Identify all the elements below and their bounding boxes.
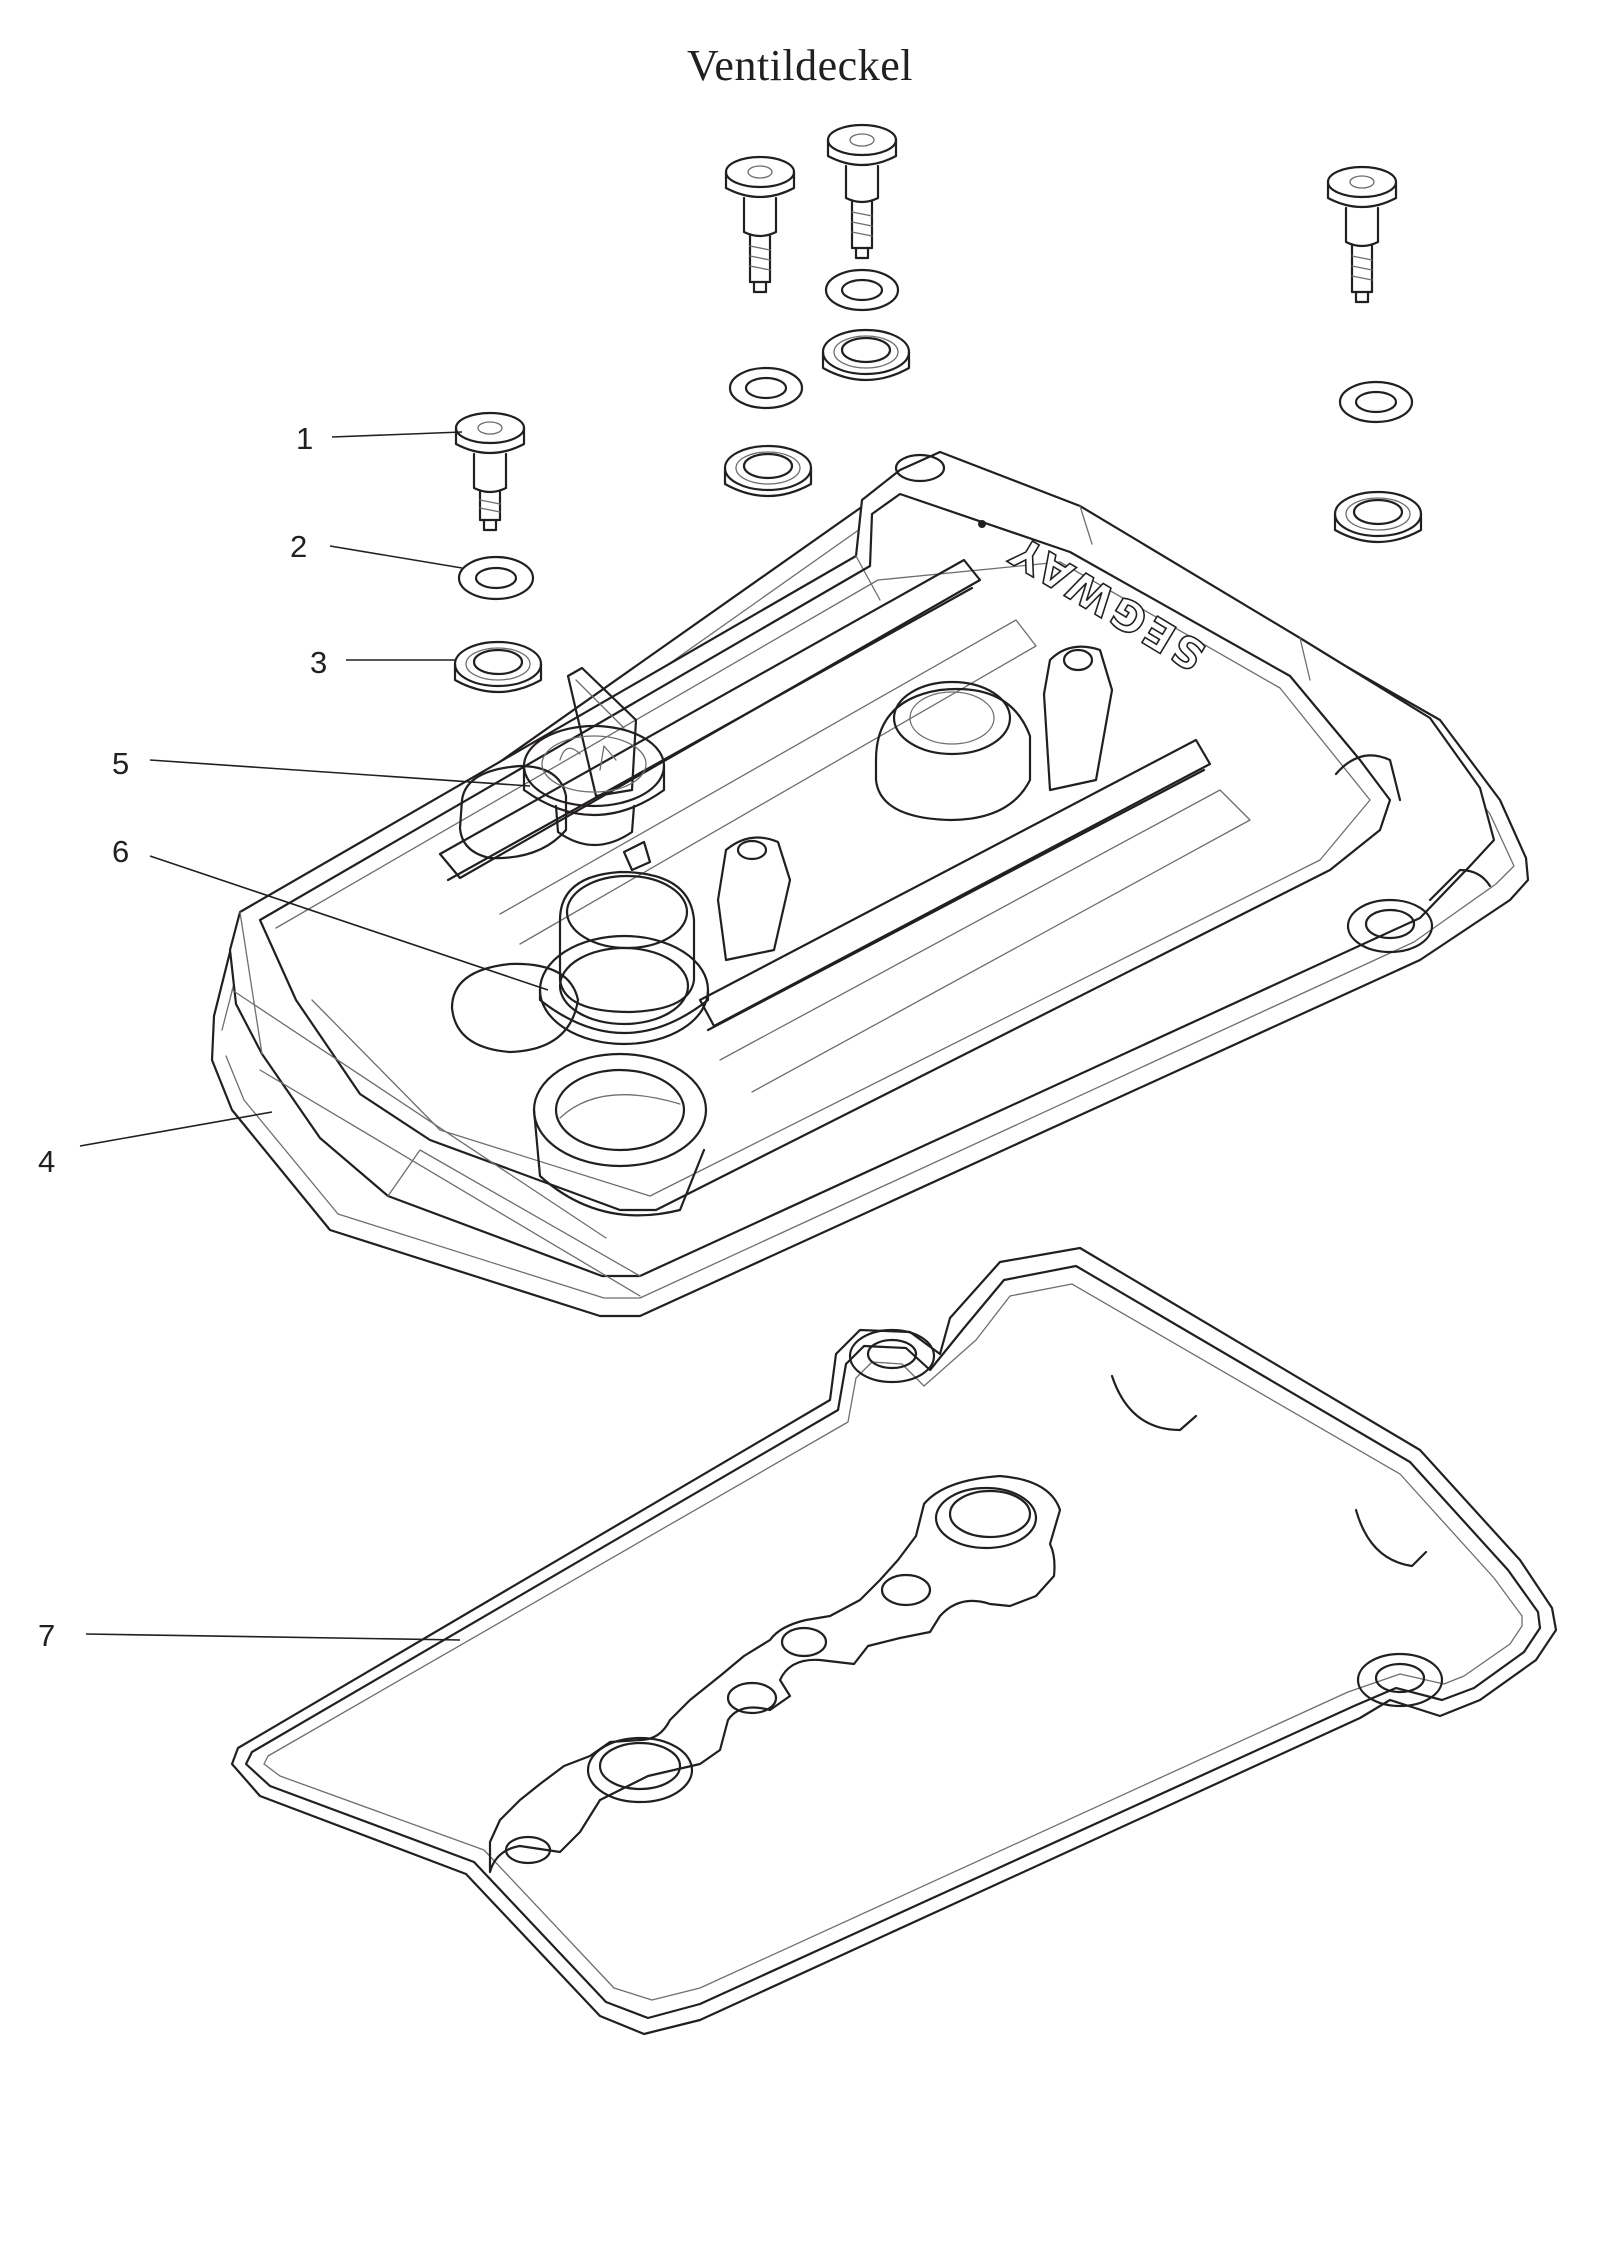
- leader-lines: [79, 431, 549, 1641]
- leader-1: [331, 431, 463, 438]
- callout-1: 1: [296, 421, 314, 456]
- bolt-top-left: [724, 155, 796, 294]
- diagram-title: Ventildeckel: [687, 41, 913, 90]
- grommet-top-left: [723, 444, 813, 498]
- callout-5: 5: [112, 746, 130, 781]
- bolt-top-right: [1326, 165, 1398, 304]
- leader-4: [79, 1111, 273, 1147]
- callout-3: 3: [310, 645, 328, 680]
- leader-7: [85, 1633, 461, 1641]
- washer-top-right: [1338, 380, 1414, 424]
- gasket-7: [230, 1246, 1558, 2036]
- bolt-1: [454, 411, 526, 532]
- grommet-top-middle: [821, 328, 911, 382]
- leader-5: [149, 759, 531, 787]
- grommet-top-right: [1333, 490, 1423, 544]
- washer-top-left: [728, 366, 804, 410]
- washer-top-middle: [824, 268, 900, 312]
- callout-6: 6: [112, 834, 130, 869]
- callout-4: 4: [38, 1144, 56, 1179]
- valve-cover-4: SEGWAY: [210, 450, 1530, 1318]
- brand-dot: [978, 520, 986, 528]
- bolt-top-middle: [826, 123, 898, 260]
- leader-6: [149, 855, 549, 991]
- callout-7: 7: [38, 1618, 56, 1653]
- grommet-3: [453, 640, 543, 694]
- callout-2: 2: [290, 529, 308, 564]
- washer-2: [457, 555, 535, 601]
- oil-filler-cap-5: [522, 666, 666, 872]
- o-ring-6: [538, 934, 710, 1046]
- leader-2: [329, 545, 463, 569]
